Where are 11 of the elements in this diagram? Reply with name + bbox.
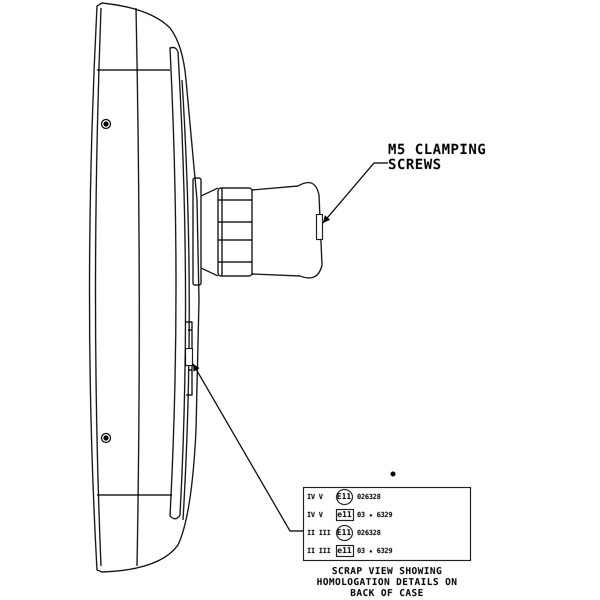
leader-line	[322, 162, 388, 224]
scrap-view-panel	[303, 487, 471, 561]
leader-line	[192, 364, 303, 532]
scrap-view-panel	[316, 214, 323, 240]
view-note: SCRAP VIEW SHOWING HOMOLOGATION DETAILS ON BACK OF CASE	[316, 566, 458, 599]
approval-mark-frame: e11	[336, 544, 354, 556]
scrap-view-panel	[185, 348, 193, 366]
approval-mark-circle: E11	[336, 524, 352, 540]
callout-text: M5 CLAMPING SCREWS	[388, 143, 548, 177]
approval-mark-circle: E11	[336, 488, 352, 504]
approval-mark-frame: e11	[336, 508, 354, 520]
